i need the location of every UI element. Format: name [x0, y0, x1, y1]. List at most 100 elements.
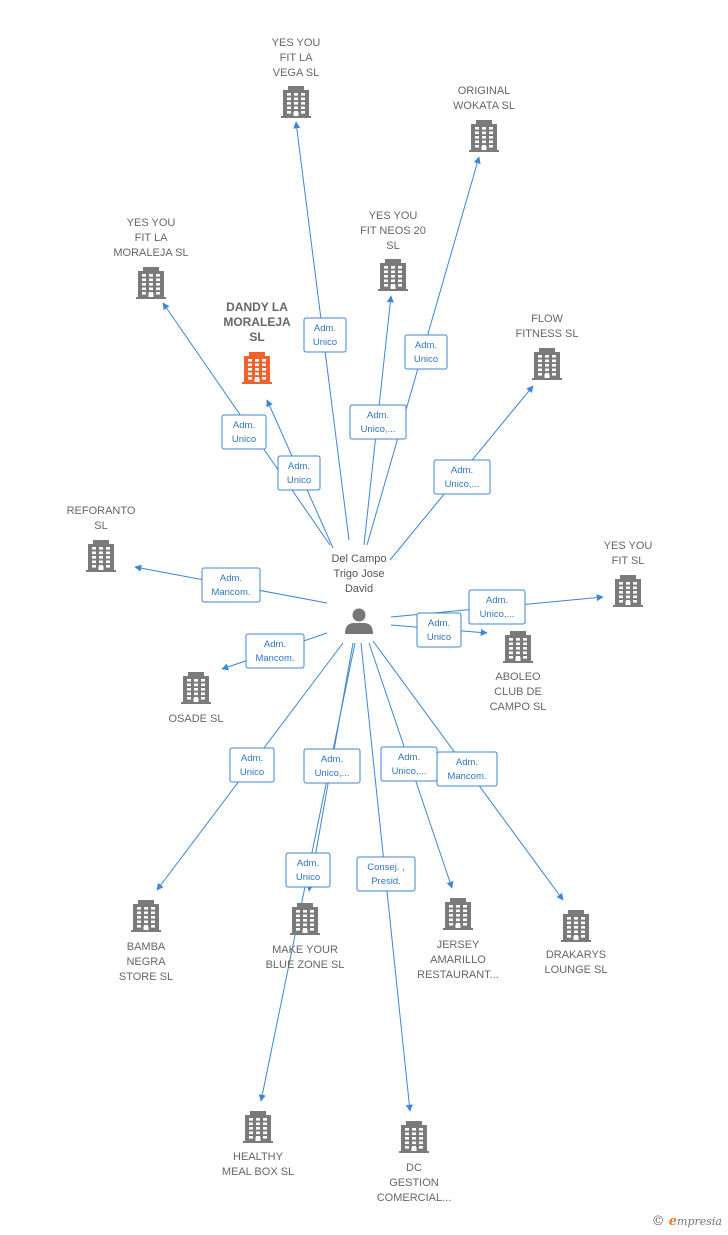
relation-box: [245, 633, 305, 669]
relation-text: Mancom.: [211, 587, 250, 598]
relation-label-make-your-blue-zone[interactable]: Adm.Unico,...: [303, 748, 361, 784]
relation-box: [221, 414, 267, 450]
relation-label-yes-you-fit-la-vega[interactable]: Adm.Unico: [303, 317, 347, 353]
company-name: DC: [406, 1162, 422, 1174]
company-name: HEALTHY: [233, 1151, 284, 1163]
building-icon: [613, 575, 643, 607]
building-icon: [290, 903, 320, 935]
relation-box: [468, 589, 526, 625]
relation-label-aboleo-club-de-campo[interactable]: Adm.Unico: [416, 612, 462, 648]
building-icon: [378, 259, 408, 291]
company-name: VEGA SL: [273, 67, 319, 79]
company-name: MEAL BOX SL: [222, 1166, 294, 1178]
relation-text: Unico,...: [480, 609, 515, 620]
person-name: David: [345, 583, 373, 595]
building-icon: [136, 267, 166, 299]
building-icon: [242, 352, 272, 384]
company-node-osade[interactable]: OSADE SL: [168, 672, 224, 725]
person-icon: [345, 608, 373, 634]
relation-box: [285, 852, 331, 888]
relation-label-original-wokata[interactable]: Adm. Unico: [404, 334, 448, 370]
relation-box: [349, 404, 407, 440]
company-name: SL: [386, 240, 399, 252]
relation-label-yes-you-fit[interactable]: Adm.Unico,...: [468, 589, 526, 625]
building-icon: [86, 540, 116, 572]
relation-box: [356, 856, 416, 892]
relation-label-drakarys-lounge[interactable]: Adm.Mancom.: [436, 751, 498, 787]
building-icon: [443, 898, 473, 930]
company-name: YES YOU: [369, 210, 418, 222]
brand-logo-initial: e: [668, 1214, 678, 1229]
company-name: BLUE ZONE SL: [266, 959, 345, 971]
relation-text: Unico,...: [315, 768, 350, 779]
relation-label-jersey-amarillo[interactable]: Adm. Unico,...: [380, 746, 438, 782]
relation-text: Adm.: [398, 752, 420, 763]
company-name: DANDY LA: [226, 300, 288, 314]
building-icon: [503, 631, 533, 663]
relation-text: Presid.: [371, 876, 401, 887]
relation-text: Unico: [232, 434, 256, 445]
building-icon: [281, 86, 311, 118]
copyright-symbol: ©: [651, 1214, 665, 1229]
company-node-dc-gestion-comercial[interactable]: DCGESTIONCOMERCIAL...: [377, 1121, 452, 1204]
relation-label-flow-fitness[interactable]: Adm.Unico,...: [433, 459, 491, 495]
relation-text: Unico: [287, 475, 311, 486]
relation-text: Adm.: [451, 465, 473, 476]
company-name: FLOW: [531, 313, 563, 325]
company-name: FITNESS SL: [516, 328, 579, 340]
relation-box: [277, 455, 321, 491]
company-name: ABOLEO: [495, 671, 541, 683]
company-name: FIT NEOS 20: [360, 225, 426, 237]
relation-label-dandy-la-moraleja[interactable]: Adm. Unico: [277, 455, 321, 491]
company-name: OSADE SL: [168, 713, 223, 725]
company-name: RESTAURANT...: [417, 969, 499, 981]
building-icon: [561, 910, 591, 942]
relation-text: Unico,...: [361, 424, 396, 435]
company-node-yes-you-fit-neos-20[interactable]: YES YOU FIT NEOS 20 SL: [360, 210, 426, 291]
company-name: AMARILLO: [430, 954, 486, 966]
relation-text: Unico: [414, 354, 438, 365]
edges-layer: [134, 121, 604, 1112]
relation-label-bamba-negra-store[interactable]: Adm.Unico: [229, 747, 275, 783]
company-name: MORALEJA SL: [113, 247, 188, 259]
relation-text: Consej. ,: [367, 862, 405, 873]
company-node-healthy-meal-box[interactable]: HEALTHY MEAL BOX SL: [222, 1111, 294, 1178]
company-name: CLUB DE: [494, 686, 542, 698]
relation-text: Unico,...: [392, 766, 427, 777]
relation-label-healthy-meal-box[interactable]: Adm.Unico: [285, 852, 331, 888]
relation-text: Adm.: [428, 618, 450, 629]
relation-box: [416, 612, 462, 648]
company-name: SL: [249, 330, 264, 344]
company-node-flow-fitness[interactable]: FLOW FITNESS SL: [516, 313, 579, 380]
relation-box: [404, 334, 448, 370]
relation-text: Adm.: [288, 461, 310, 472]
company-name: ORIGINAL: [458, 85, 511, 97]
relation-label-yes-you-fit-neos-20[interactable]: Adm.Unico,...: [349, 404, 407, 440]
relation-label-yes-you-fit-la-moraleja[interactable]: Adm.Unico: [221, 414, 267, 450]
relation-label-osade[interactable]: Adm.Mancom.: [245, 633, 305, 669]
company-node-jersey-amarillo[interactable]: JERSEYAMARILLORESTAURANT...: [417, 898, 499, 981]
relation-box: [201, 567, 261, 603]
building-icon: [469, 120, 499, 152]
building-icon: [181, 672, 211, 704]
building-icon: [532, 348, 562, 380]
relation-text: Adm.: [415, 340, 437, 351]
relation-label-dc-gestion-comercial[interactable]: Consej. , Presid.: [356, 856, 416, 892]
relation-label-reforanto[interactable]: Adm.Mancom.: [201, 567, 261, 603]
relation-text: Mancom.: [255, 653, 294, 664]
company-name: YES YOU: [272, 37, 321, 49]
company-name: SL: [94, 520, 107, 532]
